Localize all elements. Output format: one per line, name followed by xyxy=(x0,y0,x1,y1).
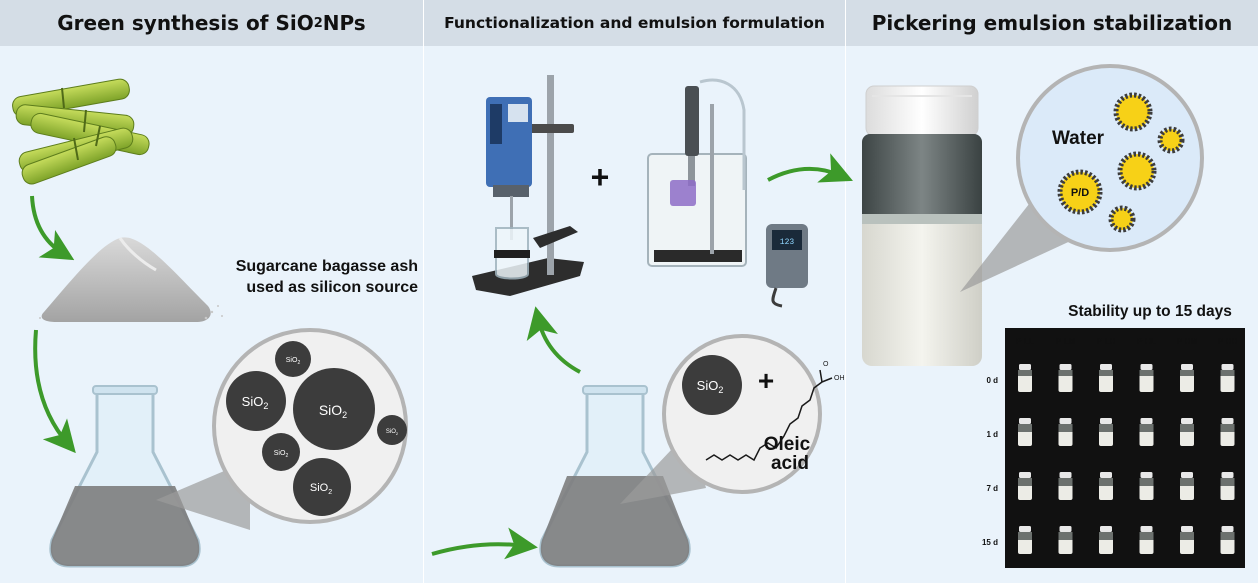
svg-text:SiO2: SiO2 xyxy=(286,357,301,366)
vial xyxy=(1220,364,1235,392)
sio2-particle: SiO2 xyxy=(377,415,407,445)
column-label: P-HH xyxy=(1218,337,1238,346)
vial xyxy=(1058,526,1073,554)
svg-text:SiO2: SiO2 xyxy=(310,482,332,496)
sio2-particle: SiO2 xyxy=(275,341,311,377)
vial xyxy=(1099,472,1113,500)
ultrasonic-controller: 123 xyxy=(766,224,808,308)
column-label: P-HL xyxy=(1137,337,1156,346)
arrow-ash-to-flask xyxy=(33,329,76,454)
arrow-cane-to-ash xyxy=(30,195,75,261)
vial xyxy=(1099,418,1113,446)
svg-text:SiO2: SiO2 xyxy=(386,429,399,436)
ash-label-line: used as silicon source xyxy=(246,279,418,296)
arrow-to-functionalization xyxy=(431,527,538,560)
carbonyl-oxygen-label: O xyxy=(823,361,829,368)
ultrasonic-homogenizer-icon: 123 xyxy=(647,78,808,308)
ash-label-line: Sugarcane bagasse ash xyxy=(235,258,418,275)
droplet-label: P/D xyxy=(1071,187,1089,199)
oleic-acid-label: acid xyxy=(771,453,809,474)
header-functionalization: Functionalization and emulsion formulati… xyxy=(424,0,845,46)
sio2-particle: SiO2 xyxy=(293,368,375,450)
vial xyxy=(1220,472,1235,500)
arrow-flask-to-stirrer xyxy=(526,306,581,374)
vial xyxy=(1018,418,1032,446)
vial xyxy=(1139,364,1154,392)
zoom-bubble xyxy=(1016,64,1204,252)
column-label: P-LL xyxy=(1016,337,1034,346)
column-label: P-LM xyxy=(1056,337,1076,346)
emulsion-droplets xyxy=(1057,92,1185,233)
stability-title: Stability up to 15 days xyxy=(1068,303,1232,320)
vial xyxy=(1220,526,1235,554)
ash-pile-icon xyxy=(39,237,223,322)
svg-text:SiO2: SiO2 xyxy=(319,402,347,420)
stability-photo-grid xyxy=(1005,328,1245,568)
header-text: Functionalization and emulsion formulati… xyxy=(444,14,825,32)
vial xyxy=(1180,418,1194,446)
vial xyxy=(1058,418,1073,446)
plus-sign: + xyxy=(758,365,774,396)
vial xyxy=(1099,526,1113,554)
vial xyxy=(1139,418,1154,446)
sio2-particle: SiO2 xyxy=(682,355,742,415)
sio2-particle: SiO2 xyxy=(262,433,300,471)
sio2-particle: SiO2 xyxy=(293,458,351,516)
column-label: P-LH xyxy=(1097,337,1116,346)
vial xyxy=(1180,364,1194,392)
emulsion-jar-icon xyxy=(862,85,982,366)
panel-divider xyxy=(845,0,846,583)
svg-text:SiO2: SiO2 xyxy=(697,378,724,395)
header-subscript: 2 xyxy=(313,15,323,31)
row-label: 0 d xyxy=(986,376,998,385)
vial xyxy=(1220,418,1235,446)
row-label: 1 d xyxy=(986,430,998,439)
vial xyxy=(1018,364,1032,392)
vial xyxy=(1180,472,1194,500)
vial xyxy=(1058,364,1073,392)
plus-sign: + xyxy=(591,159,610,195)
hydroxyl-label: OH xyxy=(834,375,845,382)
flask-icon xyxy=(539,385,691,568)
svg-text:SiO2: SiO2 xyxy=(274,450,289,459)
stability-grid: P-LL P-LM P-LH P-HL P-HM P-HH 0 d 1 d 7 d 15 d xyxy=(982,337,1238,554)
mechanical-stirrer-icon xyxy=(472,75,584,296)
vial xyxy=(1139,472,1154,500)
vial xyxy=(1018,526,1032,554)
oleic-acid-structure xyxy=(705,369,833,462)
svg-text:SiO2: SiO2 xyxy=(242,394,269,411)
zoom-cone xyxy=(156,460,250,530)
row-label: 15 d xyxy=(982,538,998,547)
row-label: 7 d xyxy=(986,484,998,493)
flask-icon xyxy=(49,385,201,568)
vial xyxy=(1099,364,1113,392)
controller-display: 123 xyxy=(780,238,795,247)
header-text: Pickering emulsion stabilization xyxy=(871,11,1233,35)
sio2-particle: SiO2 xyxy=(226,371,286,431)
header-suffix: NPs xyxy=(322,11,366,35)
arrow-to-emulsion xyxy=(767,153,853,183)
panel-divider xyxy=(423,0,424,583)
sugarcane-icon xyxy=(12,78,150,185)
oleic-acid-label: Oleic xyxy=(764,434,811,455)
water-label: Water xyxy=(1052,128,1105,149)
vial xyxy=(1139,526,1154,554)
vial xyxy=(1018,472,1032,500)
header-text: Green synthesis of SiO xyxy=(57,11,314,35)
ash-label: Sugarcane bagasse ash used as silicon so… xyxy=(208,256,418,298)
column-label: P-HM xyxy=(1177,337,1198,346)
header-pickering: Pickering emulsion stabilization xyxy=(846,0,1258,46)
vial xyxy=(1180,526,1194,554)
vial xyxy=(1058,472,1073,500)
